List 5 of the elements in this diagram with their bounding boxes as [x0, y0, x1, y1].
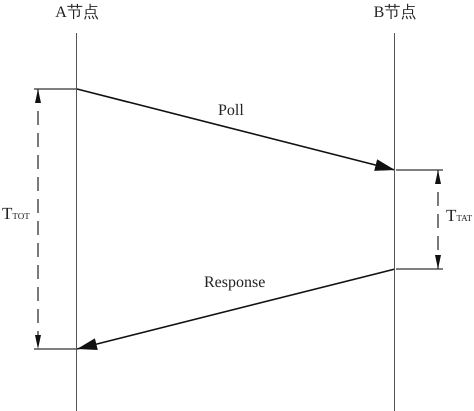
message-arrow [76, 88, 396, 171]
message-arrow [76, 268, 396, 350]
participant-label: B节点 [372, 3, 418, 23]
participant-label: A节点 [54, 3, 100, 23]
edge-label: Response [202, 274, 268, 292]
